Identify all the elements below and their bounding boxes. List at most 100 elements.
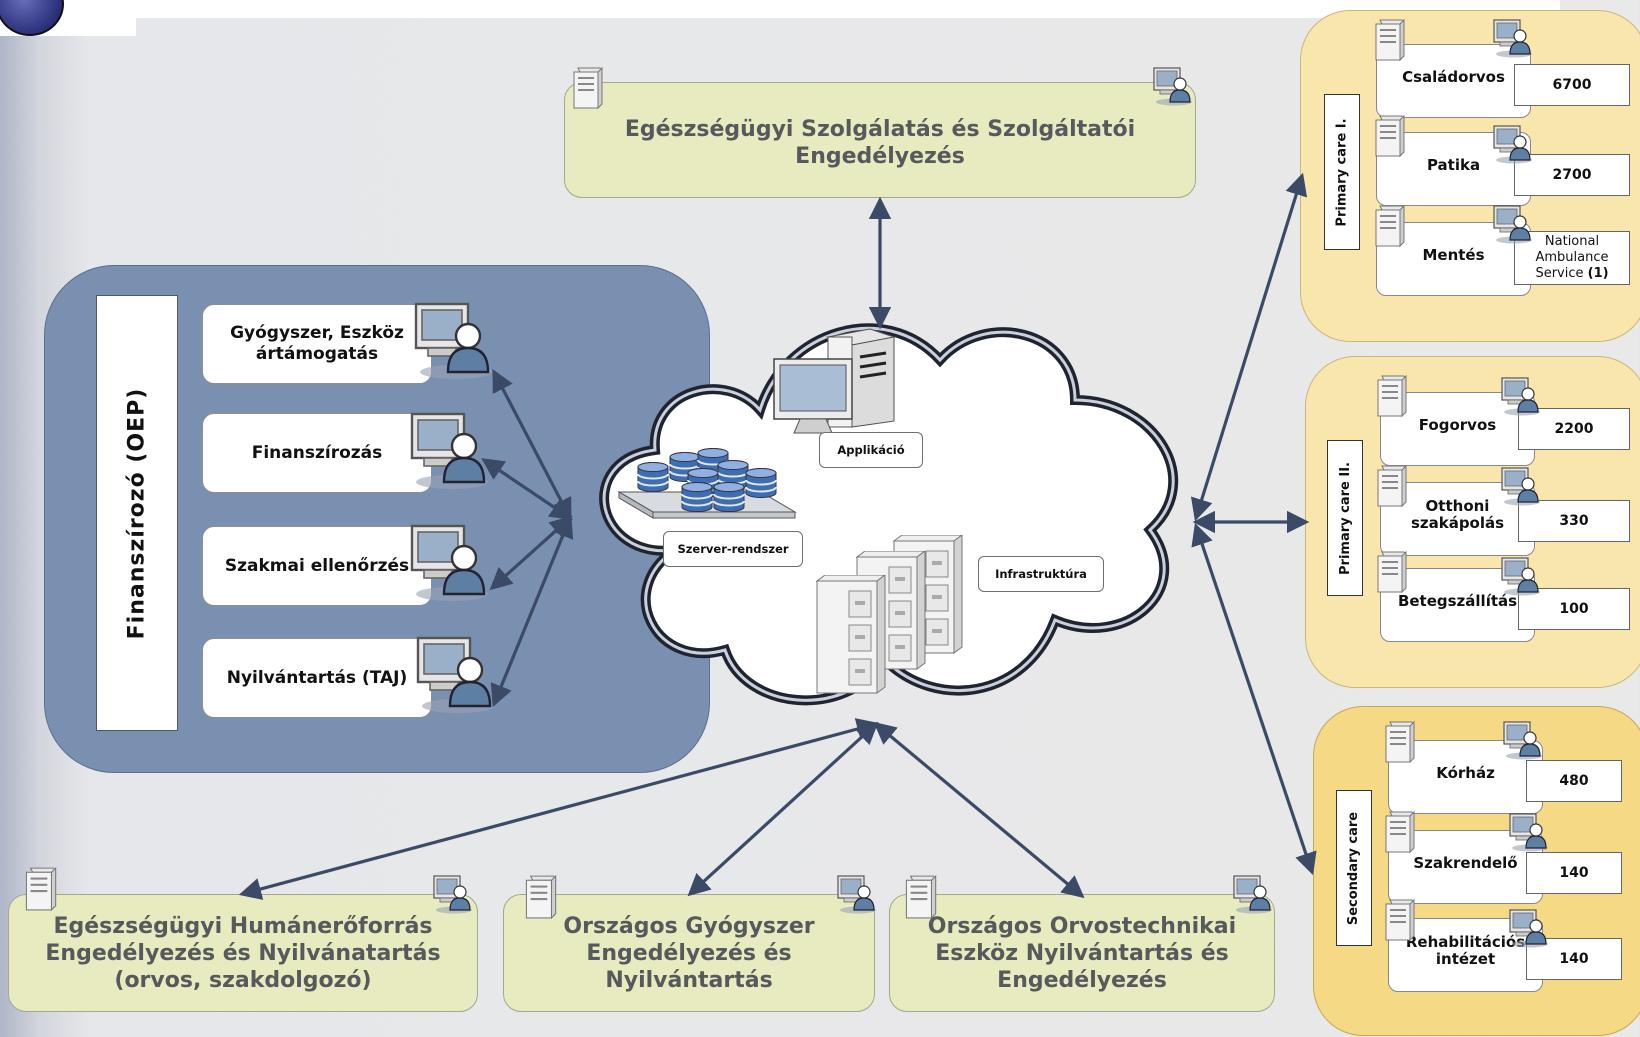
service-count-line: Service (1) [1535,266,1608,282]
service-count-ambulance: National Ambulance Service (1) [1514,231,1630,285]
service-outpatient-clinic[interactable]: Szakrendelő [1388,830,1543,904]
registry-box-human-resources[interactable]: Egészségügyi Humánerőforrás Engedélyezés… [8,894,478,1012]
oep-function-registry[interactable]: Nyilvántartás (TAJ) [202,638,432,718]
cloud-label-server-system: Szerver-rendszer [663,531,803,567]
workstation-user-icon [404,410,492,490]
arrow-cloud-devices [873,721,1085,899]
top-white-bar [0,0,1560,18]
database-icon [744,468,778,498]
registry-box-title: Egészségügyi Humánerőforrás Engedélyezés… [45,913,441,993]
workstation-user-icon [1490,124,1534,164]
primary-care-1-label: Primary care I. [1324,94,1360,250]
workstation-user-icon [1506,812,1550,852]
service-name: Szakrendelő [1413,853,1518,872]
service-count-value: 140 [1559,951,1589,967]
workstation-user-icon [1506,908,1550,948]
cloud-label-application-text: Applikáció [837,443,905,457]
registry-box-services[interactable]: Egészségügyi Szolgálatás és Szolgáltatói… [564,82,1196,198]
workstation-user-icon [410,634,498,714]
service-name: Patika [1426,155,1481,174]
file-cabinet-icon [806,575,892,695]
service-count: 100 [1518,588,1630,630]
oep-label-text: Finanszírozó (OEP) [124,387,150,639]
service-name: Otthoni szakápolás [1410,497,1505,532]
primary-care-2-label: Primary care II. [1327,440,1363,596]
oep-function-label: Finanszírozás [251,442,383,463]
oep-label: Finanszírozó (OEP) [96,295,178,731]
registry-box-services-title: Egészségügyi Szolgálatás és Szolgáltatói… [624,117,1136,169]
service-name: Betegszállítás [1397,591,1518,610]
service-name: Fogorvos [1418,415,1497,434]
server-icon [1374,550,1408,594]
server-icon [522,874,558,920]
service-count-value: 2200 [1554,421,1594,437]
workstation-user-icon [408,300,496,380]
service-name: Mentés [1422,245,1485,264]
workstation-user-icon [1230,874,1274,914]
registry-box-medical-devices[interactable]: Országos Orvostechnikai Eszköz Nyilvánta… [889,894,1275,1012]
service-count: 330 [1518,500,1630,542]
secondary-care-label: Secondary care [1336,790,1372,946]
service-count: 6700 [1514,64,1630,106]
server-icon [1382,898,1416,942]
cloud-label-server-system-text: Szerver-rendszer [677,542,789,556]
server-icon [1372,114,1406,158]
database-icon [712,482,746,512]
server-icon [1372,204,1406,248]
oep-function-financing[interactable]: Finanszírozás [202,413,432,493]
arrow-cloud-secondary [1191,522,1317,876]
workstation-user-icon [1498,556,1542,596]
service-name: Rehabilitációs intézet [1405,933,1526,968]
workstation-user-icon [1498,376,1542,416]
arrow-cloud-primary-1 [1190,172,1308,522]
cloud-label-infrastructure-text: Infrastruktúra [995,567,1087,581]
oep-function-inspection[interactable]: Szakmai ellenőrzés [202,526,432,606]
workstation-user-icon [1490,18,1534,58]
service-name: Kórház [1436,763,1495,782]
service-count-value: 100 [1559,601,1589,617]
workstation-user-icon [1150,66,1194,106]
cloud-label-application: Applikáció [819,432,923,468]
service-count-value: 330 [1559,513,1589,529]
service-name: Családorvos [1402,67,1505,86]
primary-care-2-label-text: Primary care II. [1337,461,1353,575]
service-count-line: Ambulance [1535,250,1609,265]
service-count-value: 6700 [1552,77,1592,93]
service-count: 140 [1526,938,1622,980]
registry-box-title: Országos Orvostechnikai Eszköz Nyilvánta… [927,913,1237,993]
workstation-user-icon [1500,720,1544,760]
service-count-value: 480 [1559,773,1589,789]
server-icon [902,874,938,920]
workstation-user-icon [1498,466,1542,506]
registry-box-title: Országos Gyógyszer Engedélyezés és Nyilv… [563,913,815,993]
oep-function-drug-subsidy[interactable]: Gyógyszer, Eszköz ártámogatás [202,304,432,384]
service-count-value: 2700 [1552,167,1592,183]
service-count-value: 140 [1559,865,1589,881]
server-icon [570,66,604,110]
service-count-line: National [1544,234,1600,249]
workstation-user-icon [1490,204,1534,244]
registry-box-drugs[interactable]: Országos Gyógyszer Engedélyezés és Nyilv… [503,894,875,1012]
workstation-user-icon [834,874,878,914]
workstation-user-icon [430,874,474,914]
cloud-icon [599,323,1179,706]
server-icon [1372,18,1406,62]
database-icon [636,462,670,492]
service-count: 2200 [1518,408,1630,450]
server-icon [1382,720,1416,764]
service-count: 480 [1526,760,1622,802]
cloud-label-infrastructure: Infrastruktúra [978,556,1104,592]
service-count: 2700 [1514,154,1630,196]
oep-function-label: Nyilvántartás (TAJ) [226,667,408,688]
secondary-care-label-text: Secondary care [1346,811,1362,925]
server-icon [1374,374,1408,418]
primary-care-1-label-text: Primary care I. [1334,117,1350,227]
arrow-cloud-drugs [687,721,879,897]
oep-function-label: Gyógyszer, Eszköz ártámogatás [230,323,404,364]
service-count: 140 [1526,852,1622,894]
oep-function-label: Szakmai ellenőrzés [224,555,410,576]
service-count-line-number: (1) [1587,266,1609,281]
server-icon [1374,464,1408,508]
server-icon [1382,810,1416,854]
server-icon [22,866,58,912]
